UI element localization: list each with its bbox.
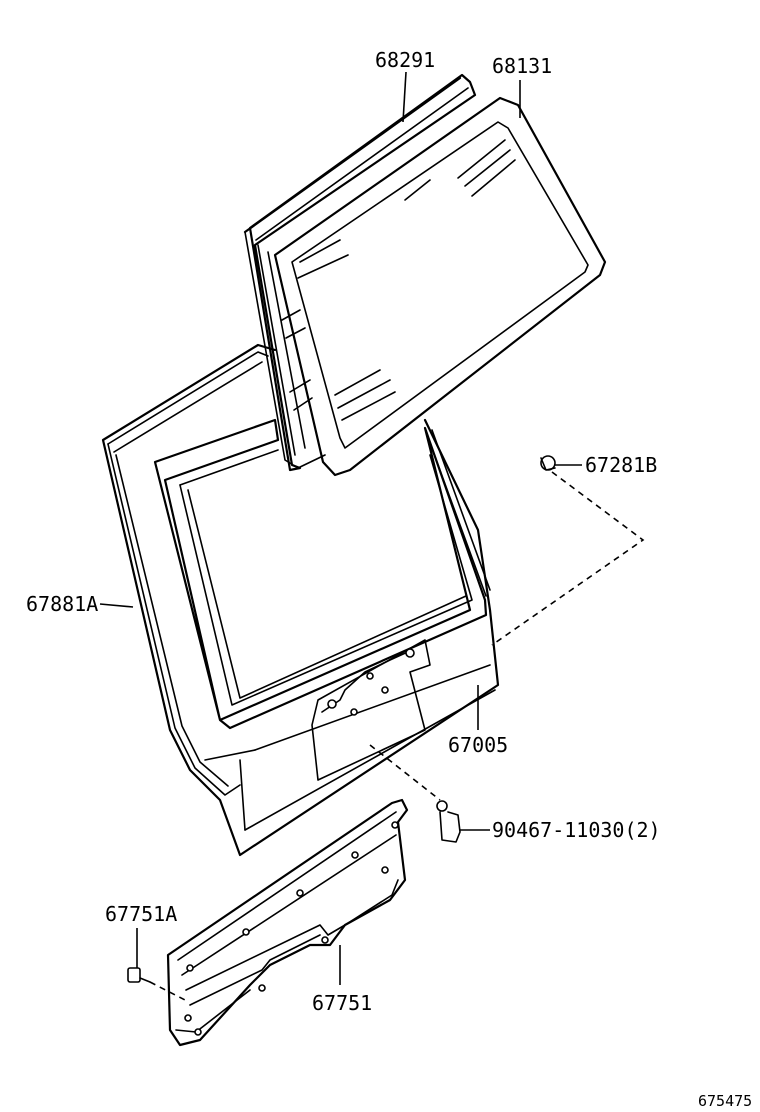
weatherstrip-67881a — [107, 351, 491, 796]
back-door-panel — [101, 343, 500, 857]
label-68131: 68131 — [492, 54, 552, 78]
leader-67881a — [99, 603, 134, 608]
label-67281b: 67281B — [585, 453, 657, 477]
leader-90467-dashed — [369, 744, 441, 801]
leader-68291 — [402, 71, 407, 123]
label-67881a: 67881A — [26, 592, 98, 616]
bolt-90467-11030 — [436, 800, 461, 843]
leader-67281b-dashed — [491, 471, 645, 646]
reference-code: 675475 — [698, 1092, 752, 1110]
label-90467-11030: 90467-11030(2) — [492, 818, 661, 842]
clip-67281b — [540, 455, 556, 471]
label-67751a: 67751A — [105, 902, 177, 926]
clip-67751a — [127, 967, 151, 983]
window-molding-68291 — [243, 73, 477, 472]
label-67005: 67005 — [448, 733, 508, 757]
label-67751: 67751 — [312, 991, 372, 1015]
trim-board-67751 — [166, 798, 409, 1047]
leader-67751a-dashed — [149, 981, 186, 1001]
label-68291: 68291 — [375, 48, 435, 72]
back-window-glass-68131 — [273, 96, 607, 477]
